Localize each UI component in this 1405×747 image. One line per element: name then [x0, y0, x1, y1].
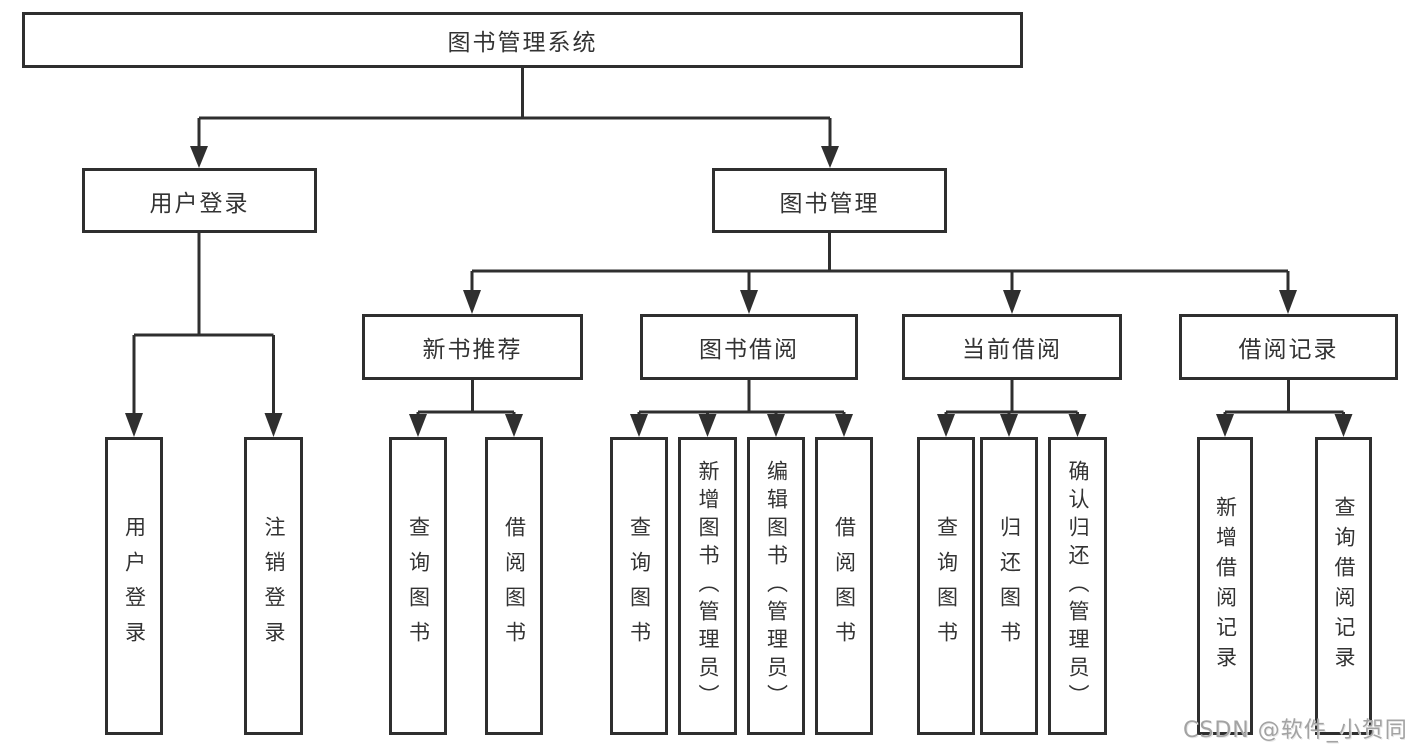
node-library-management-system: 图书管理系统 [22, 12, 1023, 68]
node-new-book-recommendation: 新书推荐 [362, 314, 583, 380]
node-label: 图书管理系统 [447, 30, 598, 56]
node-label: 新增借阅记录 [1213, 496, 1238, 676]
node-label: 编辑图书（管理员） [764, 460, 789, 712]
node-label: 借阅记录 [1238, 337, 1339, 363]
node-label: 归还图书 [997, 516, 1022, 656]
node-current-borrowing: 当前借阅 [902, 314, 1122, 380]
node-user-login: 用户登录 [82, 168, 317, 233]
node-label: 当前借阅 [962, 337, 1062, 363]
node-label: 新增图书（管理员） [696, 460, 720, 712]
node-label: 注销登录 [262, 516, 286, 656]
leaf-borrow-books-recommend: 借阅图书 [485, 437, 543, 735]
leaf-borrow-books-borrowing: 借阅图书 [815, 437, 873, 735]
node-label: 借阅图书 [832, 516, 857, 656]
leaf-return-book: 归还图书 [980, 437, 1038, 735]
leaf-edit-book-admin: 编辑图书（管理员） [747, 437, 805, 735]
leaf-add-book-admin: 新增图书（管理员） [678, 437, 737, 735]
leaf-add-borrowing-record: 新增借阅记录 [1197, 437, 1253, 735]
leaf-query-books-borrowing: 查询图书 [610, 437, 668, 735]
node-label: 查询借阅记录 [1332, 496, 1356, 676]
leaf-logout: 注销登录 [244, 437, 303, 735]
node-label: 图书管理 [779, 190, 880, 217]
node-label: 新书推荐 [422, 337, 523, 363]
node-label: 用户登录 [149, 190, 250, 217]
node-label: 借阅图书 [502, 516, 527, 656]
leaf-query-borrowing-record: 查询借阅记录 [1315, 437, 1372, 735]
node-label: 查询图书 [406, 516, 431, 656]
node-label: 确认归还（管理员） [1066, 460, 1090, 712]
node-book-management: 图书管理 [712, 168, 947, 233]
node-label: 用户登录 [122, 516, 147, 656]
node-label: 图书借阅 [699, 337, 799, 363]
node-book-borrowing: 图书借阅 [640, 314, 858, 380]
leaf-query-books-current: 查询图书 [917, 437, 975, 735]
leaf-confirm-return-admin: 确认归还（管理员） [1048, 437, 1107, 735]
node-borrowing-records: 借阅记录 [1179, 314, 1398, 380]
leaf-user-login: 用户登录 [105, 437, 163, 735]
node-label: 查询图书 [627, 516, 652, 656]
node-label: 查询图书 [934, 516, 959, 656]
leaf-query-books-recommend: 查询图书 [389, 437, 447, 735]
csdn-watermark: CSDN @软件_小贺同学 [1183, 718, 1405, 743]
